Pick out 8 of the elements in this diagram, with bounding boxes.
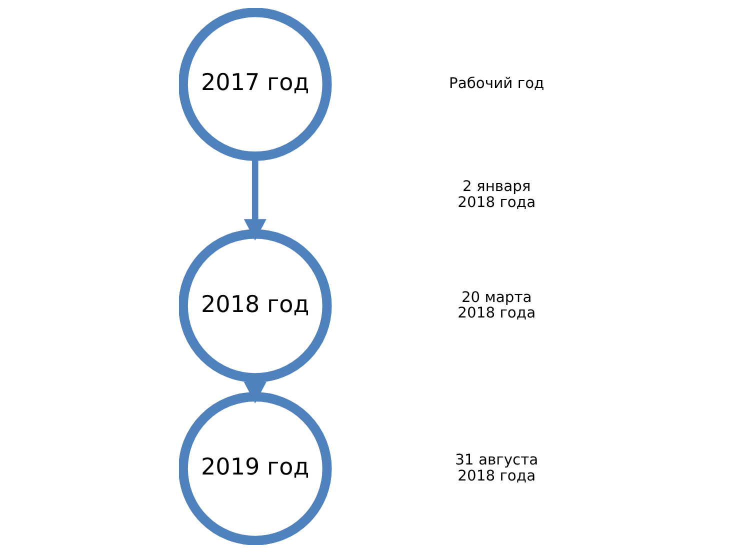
- label: 20 марта 2018 года: [458, 288, 536, 322]
- label: 2 января 2018 года: [458, 178, 536, 211]
- arrow: [244, 382, 266, 404]
- node-circle: 2017 год: [179, 8, 332, 161]
- node-circle: 2018 год: [179, 229, 332, 383]
- label: 31 августа 2018 года: [455, 452, 538, 484]
- node-circle: 2019 год: [179, 392, 332, 545]
- label: Рабочий год: [449, 75, 544, 92]
